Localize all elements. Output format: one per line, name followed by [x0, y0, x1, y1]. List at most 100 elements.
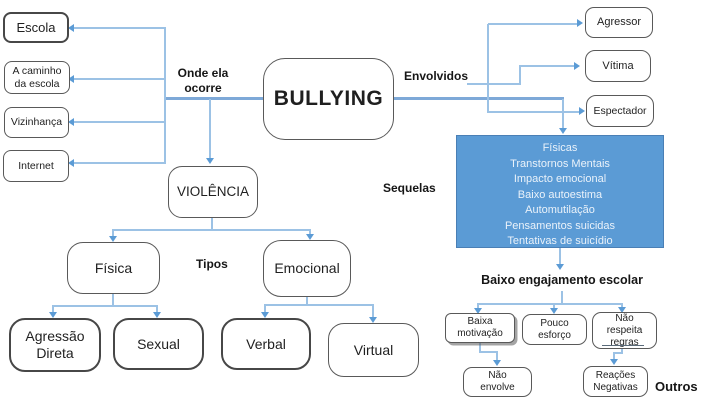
connector-tipos-branch	[112, 229, 311, 231]
node-virtual: Virtual	[328, 323, 419, 377]
node-caminho-escola: A caminho da escola	[4, 61, 70, 94]
sequelae-item: Baixo autoestima	[517, 188, 603, 201]
arrowhead-emocional	[306, 234, 314, 240]
label-baixo-engajamento: Baixo engajamento escolar	[481, 273, 643, 287]
sequelae-item: Transtornos Mentais	[510, 157, 610, 170]
connector-left-trunk	[164, 27, 166, 164]
arrowhead-escola	[68, 24, 74, 32]
connector-fisica-branch	[52, 305, 158, 307]
label-outros: Outros	[655, 379, 698, 394]
node-pouco-esforco-label: Pouco esforço	[538, 317, 571, 341]
node-vizinhanca: Vizinhança	[4, 107, 69, 138]
arrowhead-sequelae	[559, 128, 567, 134]
node-agressor: Agressor	[585, 7, 653, 38]
connector-virtual-drop	[372, 304, 374, 318]
connector-pouco-drop	[553, 303, 555, 309]
label-tipos: Tipos	[196, 257, 228, 271]
arrowhead-espectador	[579, 107, 585, 115]
connector-espectador	[488, 111, 580, 113]
arrowhead-fisica	[109, 236, 117, 242]
connector-reacoes-h	[613, 352, 623, 354]
connector-reacoes-v2	[613, 352, 615, 360]
connector-emocional-branch	[264, 304, 374, 306]
node-vitima: Vítima	[585, 50, 651, 82]
arrowhead-reacoes	[610, 359, 618, 365]
connector-engagement-v	[561, 291, 563, 304]
node-violencia: VIOLÊNCIA	[168, 166, 258, 218]
connector-vitima-h1	[467, 83, 521, 85]
label-envolvidos: Envolvidos	[404, 69, 469, 83]
node-espectador: Espectador	[586, 95, 654, 127]
node-baixa-motivacao-label: Baixa motivação	[457, 316, 503, 339]
connector-bullying-left	[166, 97, 263, 100]
node-internet-label: Internet	[18, 159, 54, 172]
arrowhead-engagement	[556, 264, 564, 270]
connector-fisica-out	[112, 293, 114, 306]
arrowhead-agressao	[49, 312, 57, 318]
arrowhead-nao-envolve	[493, 360, 501, 366]
connector-naoenvolve-v2	[496, 351, 498, 361]
connector-escola	[73, 27, 166, 29]
connector-reacoes-v1	[621, 348, 623, 353]
connector-naoenvolve-h	[479, 351, 498, 353]
arrowhead-nao-respeita	[618, 307, 626, 313]
regras-underline	[602, 345, 644, 346]
connector-baixa-drop	[477, 303, 479, 309]
sequelae-item: Físicas	[542, 142, 578, 154]
connector-emocional-out	[306, 296, 308, 305]
arrowhead-vitima	[574, 62, 580, 70]
connector-agressao-drop	[52, 305, 54, 313]
arrowhead-sexual	[153, 312, 161, 318]
node-baixa-motivacao: Baixa motivação	[445, 313, 515, 343]
arrowhead-internet	[68, 159, 74, 167]
connector-violencia	[209, 99, 211, 159]
label-onde-ela-ocorre: Onde ela ocorre	[177, 66, 229, 95]
node-sexual: Sexual	[113, 318, 204, 370]
sequelae-item: Automutilação	[525, 204, 595, 216]
node-reacoes-negativas: Reações Negativas	[583, 366, 648, 397]
node-escola-label: Escola	[16, 19, 56, 35]
connector-bullying-right	[394, 97, 564, 100]
connector-engagement-branch	[477, 303, 623, 305]
node-nao-respeita-regras-label: Não respeita regras	[606, 312, 643, 348]
node-verbal-label: Verbal	[246, 335, 286, 352]
connector-right-trunk	[487, 24, 489, 113]
sequelae-item: Tentativas de suicídio	[507, 235, 613, 247]
node-nao-respeita-regras: Não respeita regras	[592, 312, 657, 349]
node-emocional-label: Emocional	[274, 260, 340, 277]
node-bullying-label: BULLYING	[273, 86, 384, 110]
connector-vitima-v	[519, 65, 521, 85]
node-agressao-direta-label: Agressão Direta	[25, 328, 85, 361]
connector-verbal-drop	[264, 304, 266, 313]
connector-caminho	[73, 78, 166, 80]
node-escola: Escola	[3, 12, 69, 43]
node-nao-envolve: Não envolve	[463, 367, 532, 397]
label-sequelas: Sequelas	[383, 181, 436, 195]
arrowhead-caminho	[68, 75, 74, 83]
arrowhead-verbal	[261, 312, 269, 318]
node-emocional: Emocional	[263, 240, 351, 297]
arrowhead-violencia	[206, 158, 214, 164]
arrowhead-baixa-motivacao	[474, 308, 482, 314]
node-fisica-label: Física	[94, 259, 133, 276]
connector-violencia-out	[211, 218, 213, 230]
node-violencia-label: VIOLÊNCIA	[176, 184, 250, 200]
arrowhead-vizinhanca	[68, 118, 74, 126]
node-nao-envolve-label: Não envolve	[480, 370, 515, 393]
sequelae-item: Pensamentos suicidas	[504, 219, 616, 232]
node-pouco-esforco: Pouco esforço	[522, 314, 587, 345]
node-caminho-escola-label: A caminho da escola	[12, 65, 62, 90]
connector-agressor	[488, 23, 578, 25]
node-agressao-direta: Agressão Direta	[9, 318, 101, 372]
node-bullying: BULLYING	[263, 58, 394, 140]
node-internet: Internet	[3, 150, 69, 182]
node-sexual-label: Sexual	[137, 335, 180, 352]
connector-sequelae-drop	[562, 99, 564, 129]
sequelae-panel: Físicas Transtornos Mentais Impacto emoc…	[456, 135, 664, 248]
connector-emocional-drop	[309, 229, 311, 235]
connector-engagement-drop	[559, 248, 561, 265]
connector-naorespeita-drop	[621, 303, 623, 308]
connector-sexual-drop	[156, 305, 158, 313]
sequelae-item: Impacto emocional	[513, 173, 607, 185]
